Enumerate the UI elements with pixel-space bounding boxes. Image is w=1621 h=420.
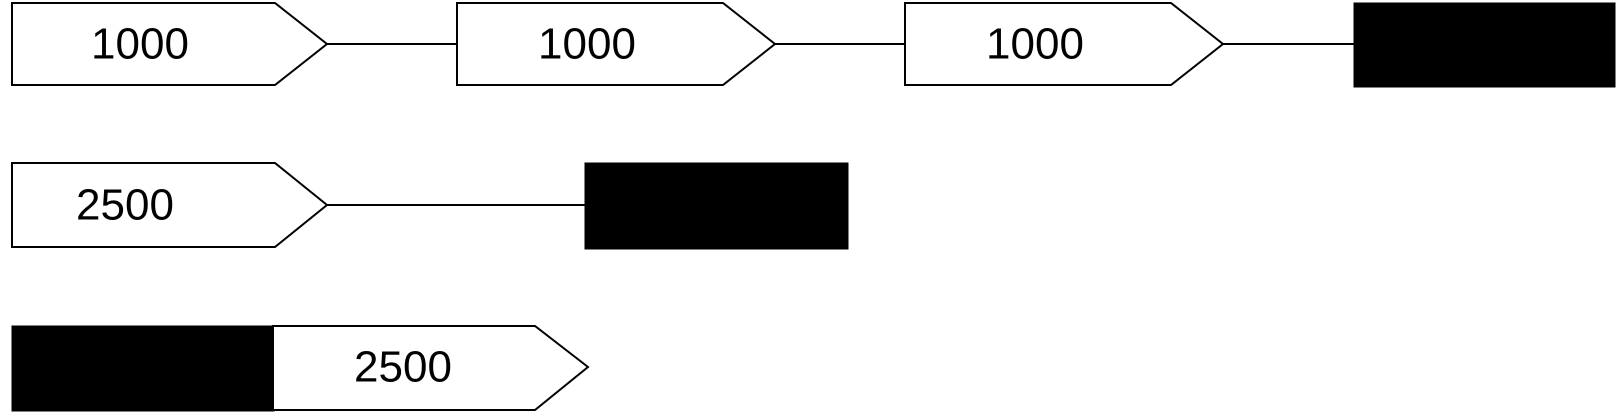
construct-row-2: 2500 <box>11 162 849 250</box>
construct-row-1: 1000 1000 1000 <box>11 2 1616 88</box>
segment-length-label: 1000 <box>91 20 189 69</box>
segment-length-label: 2500 <box>354 343 452 392</box>
segment-arrow: 1000 <box>456 2 777 86</box>
segment-arrow: 2500 <box>11 162 329 248</box>
segment-length-label: 2500 <box>76 181 174 230</box>
segment-arrow: 2500 <box>272 325 590 411</box>
segment-length-label: 1000 <box>538 20 636 69</box>
black-block <box>11 325 275 412</box>
construct-row-3: 2500 <box>11 325 590 412</box>
black-block <box>1353 2 1616 88</box>
segment-length-label: 1000 <box>986 20 1084 69</box>
black-block <box>584 162 849 250</box>
segment-arrow: 1000 <box>11 2 329 86</box>
segment-arrow: 1000 <box>904 2 1225 86</box>
